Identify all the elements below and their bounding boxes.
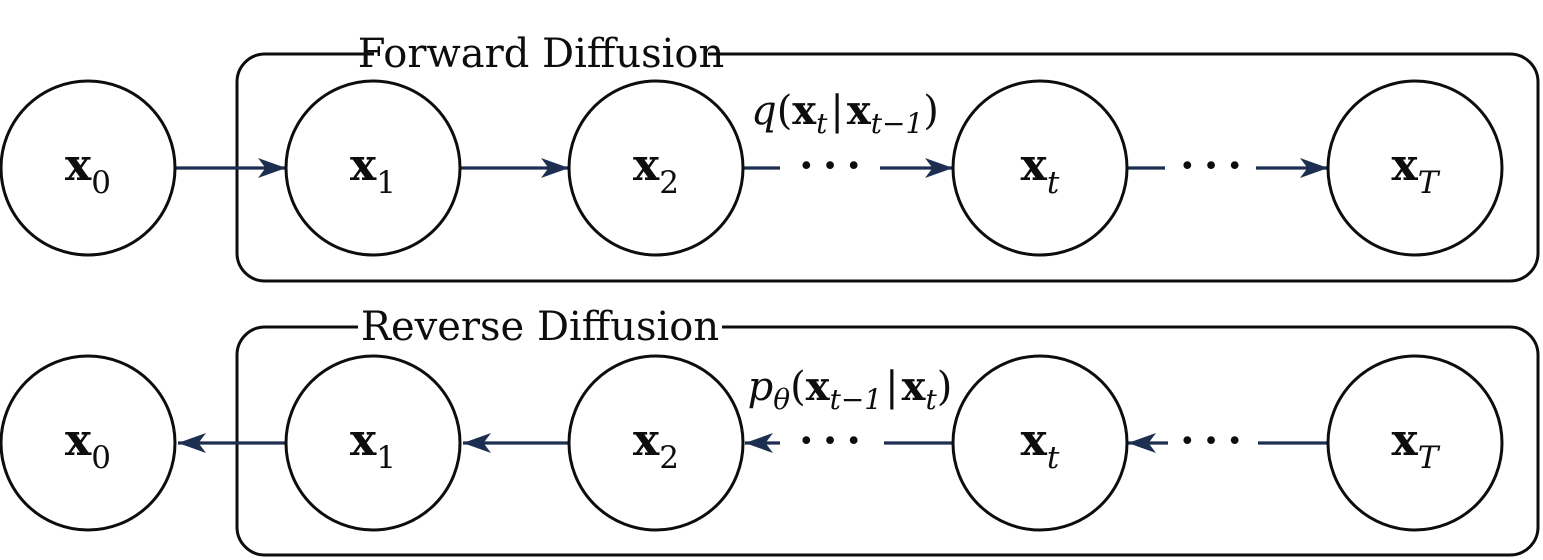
transition-sub-first: t−1	[830, 383, 883, 416]
reverse-node-xt	[951, 354, 1129, 532]
transition-open-paren: (	[777, 88, 793, 134]
transition-x-second: x	[902, 363, 927, 410]
node-label-sub: 1	[376, 165, 396, 201]
forward-node-xt-label: xt	[1021, 140, 1060, 201]
transition-fn: q	[751, 88, 777, 134]
forward-ellipsis-2: · · ·	[1180, 141, 1242, 190]
node-label-sub: t	[1047, 440, 1060, 476]
node-label-sub: 2	[659, 165, 679, 201]
node-label-sub: 0	[91, 165, 111, 201]
node-label-base: x	[633, 415, 660, 466]
transition-bar: |	[885, 364, 898, 410]
node-label-sub: 0	[91, 440, 111, 476]
reverse-node-x2	[567, 354, 745, 532]
transition-fn: p	[748, 364, 774, 410]
reverse-box-label-mask	[358, 319, 722, 335]
transition-bar: |	[830, 88, 843, 134]
node-label-base: x	[65, 140, 92, 191]
transition-x-first: x	[806, 363, 831, 410]
node-label-base: x	[1021, 140, 1048, 191]
node-label-sub: T	[1418, 165, 1441, 201]
reverse-ellipsis-1: · · ·	[799, 416, 861, 465]
transition-close-paren: )	[923, 88, 939, 134]
reverse-node-xT	[1326, 354, 1504, 532]
reverse-node-x1	[284, 354, 462, 532]
reverse-box-label: Reverse Diffusion	[361, 304, 719, 350]
node-label-base: x	[65, 415, 92, 466]
forward-node-xt	[951, 79, 1129, 257]
forward-node-xT-label: xT	[1392, 140, 1441, 201]
forward-node-x0	[0, 79, 177, 257]
node-label-base: x	[1392, 415, 1419, 466]
node-label-sub: 2	[659, 440, 679, 476]
reverse-node-xt-label: xt	[1021, 415, 1060, 476]
transition-sub-second: t	[925, 383, 937, 416]
forward-node-x2-label: x2	[633, 140, 679, 201]
transition-fn-sub-theta: θ	[773, 383, 790, 416]
reverse-node-x0	[0, 354, 177, 532]
transition-x-first: x	[792, 87, 817, 134]
transition-sub-first: t	[816, 107, 828, 140]
node-label-base: x	[633, 140, 660, 191]
reverse-transition-label: pθ(xt−1|xt)	[748, 363, 953, 416]
forward-node-x0-label: x0	[65, 140, 111, 201]
transition-x-second: x	[847, 87, 872, 134]
reverse-ellipsis-2: · · ·	[1180, 416, 1242, 465]
forward-ellipsis-1: · · ·	[799, 141, 861, 190]
forward-transition-label: q(xt|xt−1)	[751, 87, 939, 140]
node-label-sub: T	[1418, 440, 1441, 476]
forward-node-x1-label: x1	[350, 140, 396, 201]
transition-close-paren: )	[937, 364, 953, 410]
forward-box-label: Forward Diffusion	[358, 31, 725, 77]
reverse-node-x2-label: x2	[633, 415, 679, 476]
reverse-node-xT-label: xT	[1392, 415, 1441, 476]
node-label-base: x	[350, 140, 377, 191]
node-label-sub: t	[1047, 165, 1060, 201]
node-label-base: x	[1021, 415, 1048, 466]
reverse-node-x1-label: x1	[350, 415, 396, 476]
node-label-sub: 1	[376, 440, 396, 476]
forward-box-label-mask	[374, 46, 708, 62]
transition-sub-second: t−1	[871, 107, 924, 140]
reverse-node-x0-label: x0	[65, 415, 111, 476]
reverse-diffusion-box	[235, 325, 1540, 557]
forward-node-x1	[284, 79, 462, 257]
node-label-base: x	[350, 415, 377, 466]
forward-node-xT	[1326, 79, 1504, 257]
transition-open-paren: (	[790, 364, 806, 410]
forward-node-x2	[567, 79, 745, 257]
node-label-base: x	[1392, 140, 1419, 191]
